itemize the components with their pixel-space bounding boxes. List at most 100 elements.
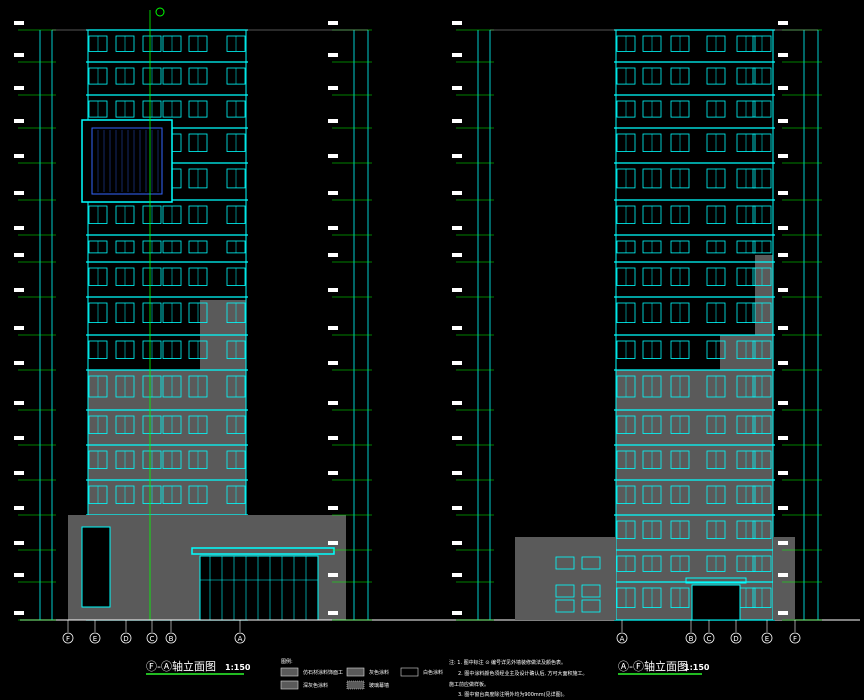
legend-swatch-glass	[346, 680, 365, 690]
legend-label-glass: 玻璃幕墙	[369, 682, 389, 689]
level-label	[778, 253, 788, 257]
level-label	[14, 86, 24, 90]
note-2-cont: 施工前应做样板。	[449, 681, 489, 688]
level-label	[328, 506, 338, 510]
level-label	[452, 53, 462, 57]
annex-window	[581, 556, 601, 570]
right-drawing-scale: 1:150	[684, 663, 710, 672]
level-label	[328, 361, 338, 365]
axis-bubble	[789, 632, 801, 644]
left-drawing-title: Ⓕ-Ⓐ轴立面图	[146, 659, 216, 673]
level-label	[452, 21, 462, 25]
right-elevation	[515, 29, 795, 621]
axis-bubble	[120, 632, 132, 644]
axis-bubble	[146, 632, 158, 644]
axis-bubble	[62, 632, 74, 644]
level-label	[452, 361, 462, 365]
level-label	[778, 573, 788, 577]
level-label	[328, 119, 338, 123]
level-label	[14, 506, 24, 510]
level-label	[452, 436, 462, 440]
level-label	[452, 154, 462, 158]
level-label	[14, 119, 24, 123]
axis-bubble	[165, 632, 177, 644]
level-label	[778, 326, 788, 330]
level-label	[452, 191, 462, 195]
legend-swatch-white	[400, 667, 419, 677]
axis-label: A	[238, 635, 243, 643]
level-label	[14, 53, 24, 57]
axis-label: B	[689, 635, 694, 643]
right-drawing-title: Ⓐ-Ⓕ轴立面图	[618, 659, 688, 673]
level-label	[778, 191, 788, 195]
legend-swatch-stone	[280, 667, 299, 677]
axis-label: E	[765, 635, 769, 643]
level-label	[14, 611, 24, 615]
level-label	[328, 86, 338, 90]
level-label	[14, 401, 24, 405]
level-label	[328, 541, 338, 545]
level-label	[452, 401, 462, 405]
rear-canopy	[685, 577, 747, 584]
entrance-canopy	[191, 547, 335, 555]
note-3: 3. 图中窗台高度除注明外均为900mm(见详图)。	[458, 691, 568, 698]
entrance-sign-panel	[81, 526, 111, 608]
level-label	[14, 191, 24, 195]
level-label	[328, 326, 338, 330]
level-label	[14, 326, 24, 330]
level-label	[778, 154, 788, 158]
level-label	[452, 288, 462, 292]
index-marker	[155, 7, 165, 17]
level-label	[328, 573, 338, 577]
level-label	[778, 506, 788, 510]
axis-label: D	[123, 635, 128, 643]
dimension-lines	[14, 21, 822, 621]
level-label	[778, 288, 788, 292]
annex-window	[581, 584, 601, 598]
annex-window	[581, 599, 601, 613]
level-label	[778, 401, 788, 405]
axis-bubble	[234, 632, 246, 644]
level-label	[452, 471, 462, 475]
level-label	[14, 21, 24, 25]
level-label	[452, 253, 462, 257]
legend-swatch-darkgray	[280, 680, 299, 690]
legend-header: 图例:	[281, 658, 293, 665]
axis-bubble	[761, 632, 773, 644]
level-label	[778, 436, 788, 440]
legend-label-darkgray: 深灰色涂料	[303, 682, 328, 689]
axis-label: C	[707, 635, 712, 643]
axis-label: C	[150, 635, 155, 643]
level-label	[14, 361, 24, 365]
level-label	[452, 86, 462, 90]
feature-frame	[81, 119, 173, 203]
axis-bubble	[616, 632, 628, 644]
level-label	[328, 611, 338, 615]
facade-fill	[616, 255, 773, 620]
level-label	[14, 436, 24, 440]
legend-label-stone: 仿石材涂料饰面工	[303, 669, 343, 676]
annex-window	[555, 599, 575, 613]
annex-window	[555, 584, 575, 598]
annex-fill	[515, 537, 616, 620]
level-label	[452, 611, 462, 615]
level-label	[452, 119, 462, 123]
level-label	[452, 506, 462, 510]
axis-bubble	[685, 632, 697, 644]
level-label	[14, 541, 24, 545]
level-label	[328, 436, 338, 440]
level-label	[778, 361, 788, 365]
note-1: 注: 1. 图中标注 ⊙ 编号详见外墙装修做法及颜色表。	[449, 659, 566, 666]
level-label	[328, 21, 338, 25]
level-label	[328, 253, 338, 257]
level-label	[778, 541, 788, 545]
legend-swatch-gray	[346, 667, 365, 677]
level-label	[328, 401, 338, 405]
level-label	[328, 154, 338, 158]
level-label	[328, 53, 338, 57]
level-label	[778, 21, 788, 25]
level-label	[14, 471, 24, 475]
axis-label: E	[93, 635, 97, 643]
